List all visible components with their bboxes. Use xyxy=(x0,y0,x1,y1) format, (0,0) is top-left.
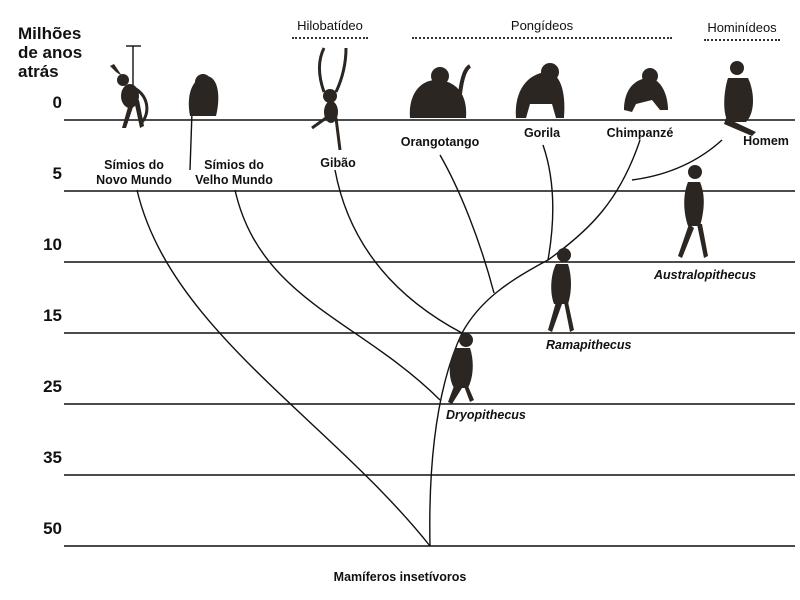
gorilla-silhouette xyxy=(515,63,565,118)
label-dryopithecus: Dryopithecus xyxy=(446,408,526,422)
label-ramapithecus: Ramapithecus xyxy=(546,338,632,352)
chimpanzee-silhouette xyxy=(624,68,668,112)
group-divider xyxy=(704,39,780,41)
group-hominids: Hominídeos xyxy=(704,20,780,41)
label-old-world-monkeys: Símios do Velho Mundo xyxy=(188,158,280,188)
label-new-world-monkeys: Símios do Novo Mundo xyxy=(88,158,180,188)
dryopithecus-silhouette xyxy=(448,333,474,404)
label-insectivorous-mammals: Mamíferos insetívoros xyxy=(333,570,467,584)
branch-new-world xyxy=(136,189,431,547)
tick-label: 15 xyxy=(43,306,62,325)
label-line: Símios do xyxy=(104,158,164,172)
label-line: Símios do xyxy=(204,158,264,172)
branch-orangutan xyxy=(439,154,495,294)
tick-label: 10 xyxy=(43,235,62,254)
group-divider xyxy=(292,37,368,39)
label-orangutan: Orangotango xyxy=(400,135,480,149)
tick-label: 25 xyxy=(43,377,62,396)
old-world-monkey-silhouette xyxy=(188,74,219,116)
gibbon-silhouette xyxy=(311,47,348,151)
branch-chimpanzee xyxy=(547,139,641,261)
axis-title-line: atrás xyxy=(18,62,59,81)
label-australopithecus: Australopithecus xyxy=(654,268,757,282)
label-chimpanzee: Chimpanzé xyxy=(606,126,674,140)
group-label: Pongídeos xyxy=(510,18,574,33)
branch-great-apes xyxy=(461,259,549,334)
tick-label: 5 xyxy=(52,164,62,183)
axis-title-line: Milhões xyxy=(18,24,82,43)
group-hylobatids: Hilobatídeo xyxy=(292,18,368,39)
group-label: Hilobatídeo xyxy=(297,18,363,33)
label-gibbon: Gibão xyxy=(320,156,356,170)
label-line: Novo Mundo xyxy=(96,173,172,187)
old-world-tail xyxy=(189,111,193,171)
group-pongids: Pongídeos xyxy=(412,18,672,39)
axis-title: Milhões de anos atrás xyxy=(18,24,128,81)
group-divider xyxy=(412,37,672,39)
axis-title-line: de anos xyxy=(18,43,83,62)
orangutan-silhouette xyxy=(409,64,472,118)
australopithecus-silhouette xyxy=(678,165,708,258)
branch-human xyxy=(631,139,723,181)
tick-label: 50 xyxy=(43,519,62,538)
group-label: Hominídeos xyxy=(707,20,777,35)
label-human: Homem xyxy=(743,134,789,148)
branch-gibbon xyxy=(334,169,463,334)
label-gorilla: Gorila xyxy=(523,126,561,140)
branch-gorilla xyxy=(542,144,554,261)
tick-label: 0 xyxy=(52,93,62,112)
branch-old-world xyxy=(234,189,441,401)
human-silhouette xyxy=(724,61,756,136)
new-world-monkey-silhouette xyxy=(110,64,149,128)
tick-label: 35 xyxy=(43,448,62,467)
ramapithecus-silhouette xyxy=(548,248,574,332)
label-line: Velho Mundo xyxy=(195,173,273,187)
